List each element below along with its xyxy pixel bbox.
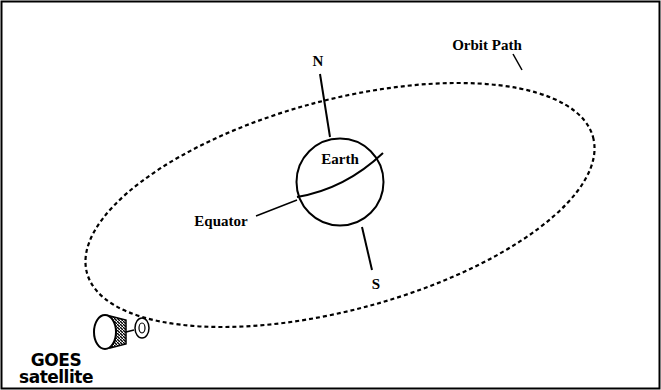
equator-label: Equator (194, 213, 247, 230)
north-label: N (313, 53, 324, 70)
south-axis (362, 227, 372, 270)
leader-line (513, 54, 522, 70)
goes-satellite-icon (94, 315, 149, 349)
leader-line (256, 200, 297, 216)
orbit-path (60, 36, 620, 374)
north-axis (320, 74, 330, 137)
south-label: S (372, 276, 380, 293)
earth-circle-outline (297, 139, 384, 226)
satellite-label: GOES satellite (10, 352, 102, 386)
node-label: Earth (321, 151, 359, 168)
orbit-path-label: Orbit Path (452, 37, 522, 54)
earth-circle: Earth (295, 137, 385, 227)
